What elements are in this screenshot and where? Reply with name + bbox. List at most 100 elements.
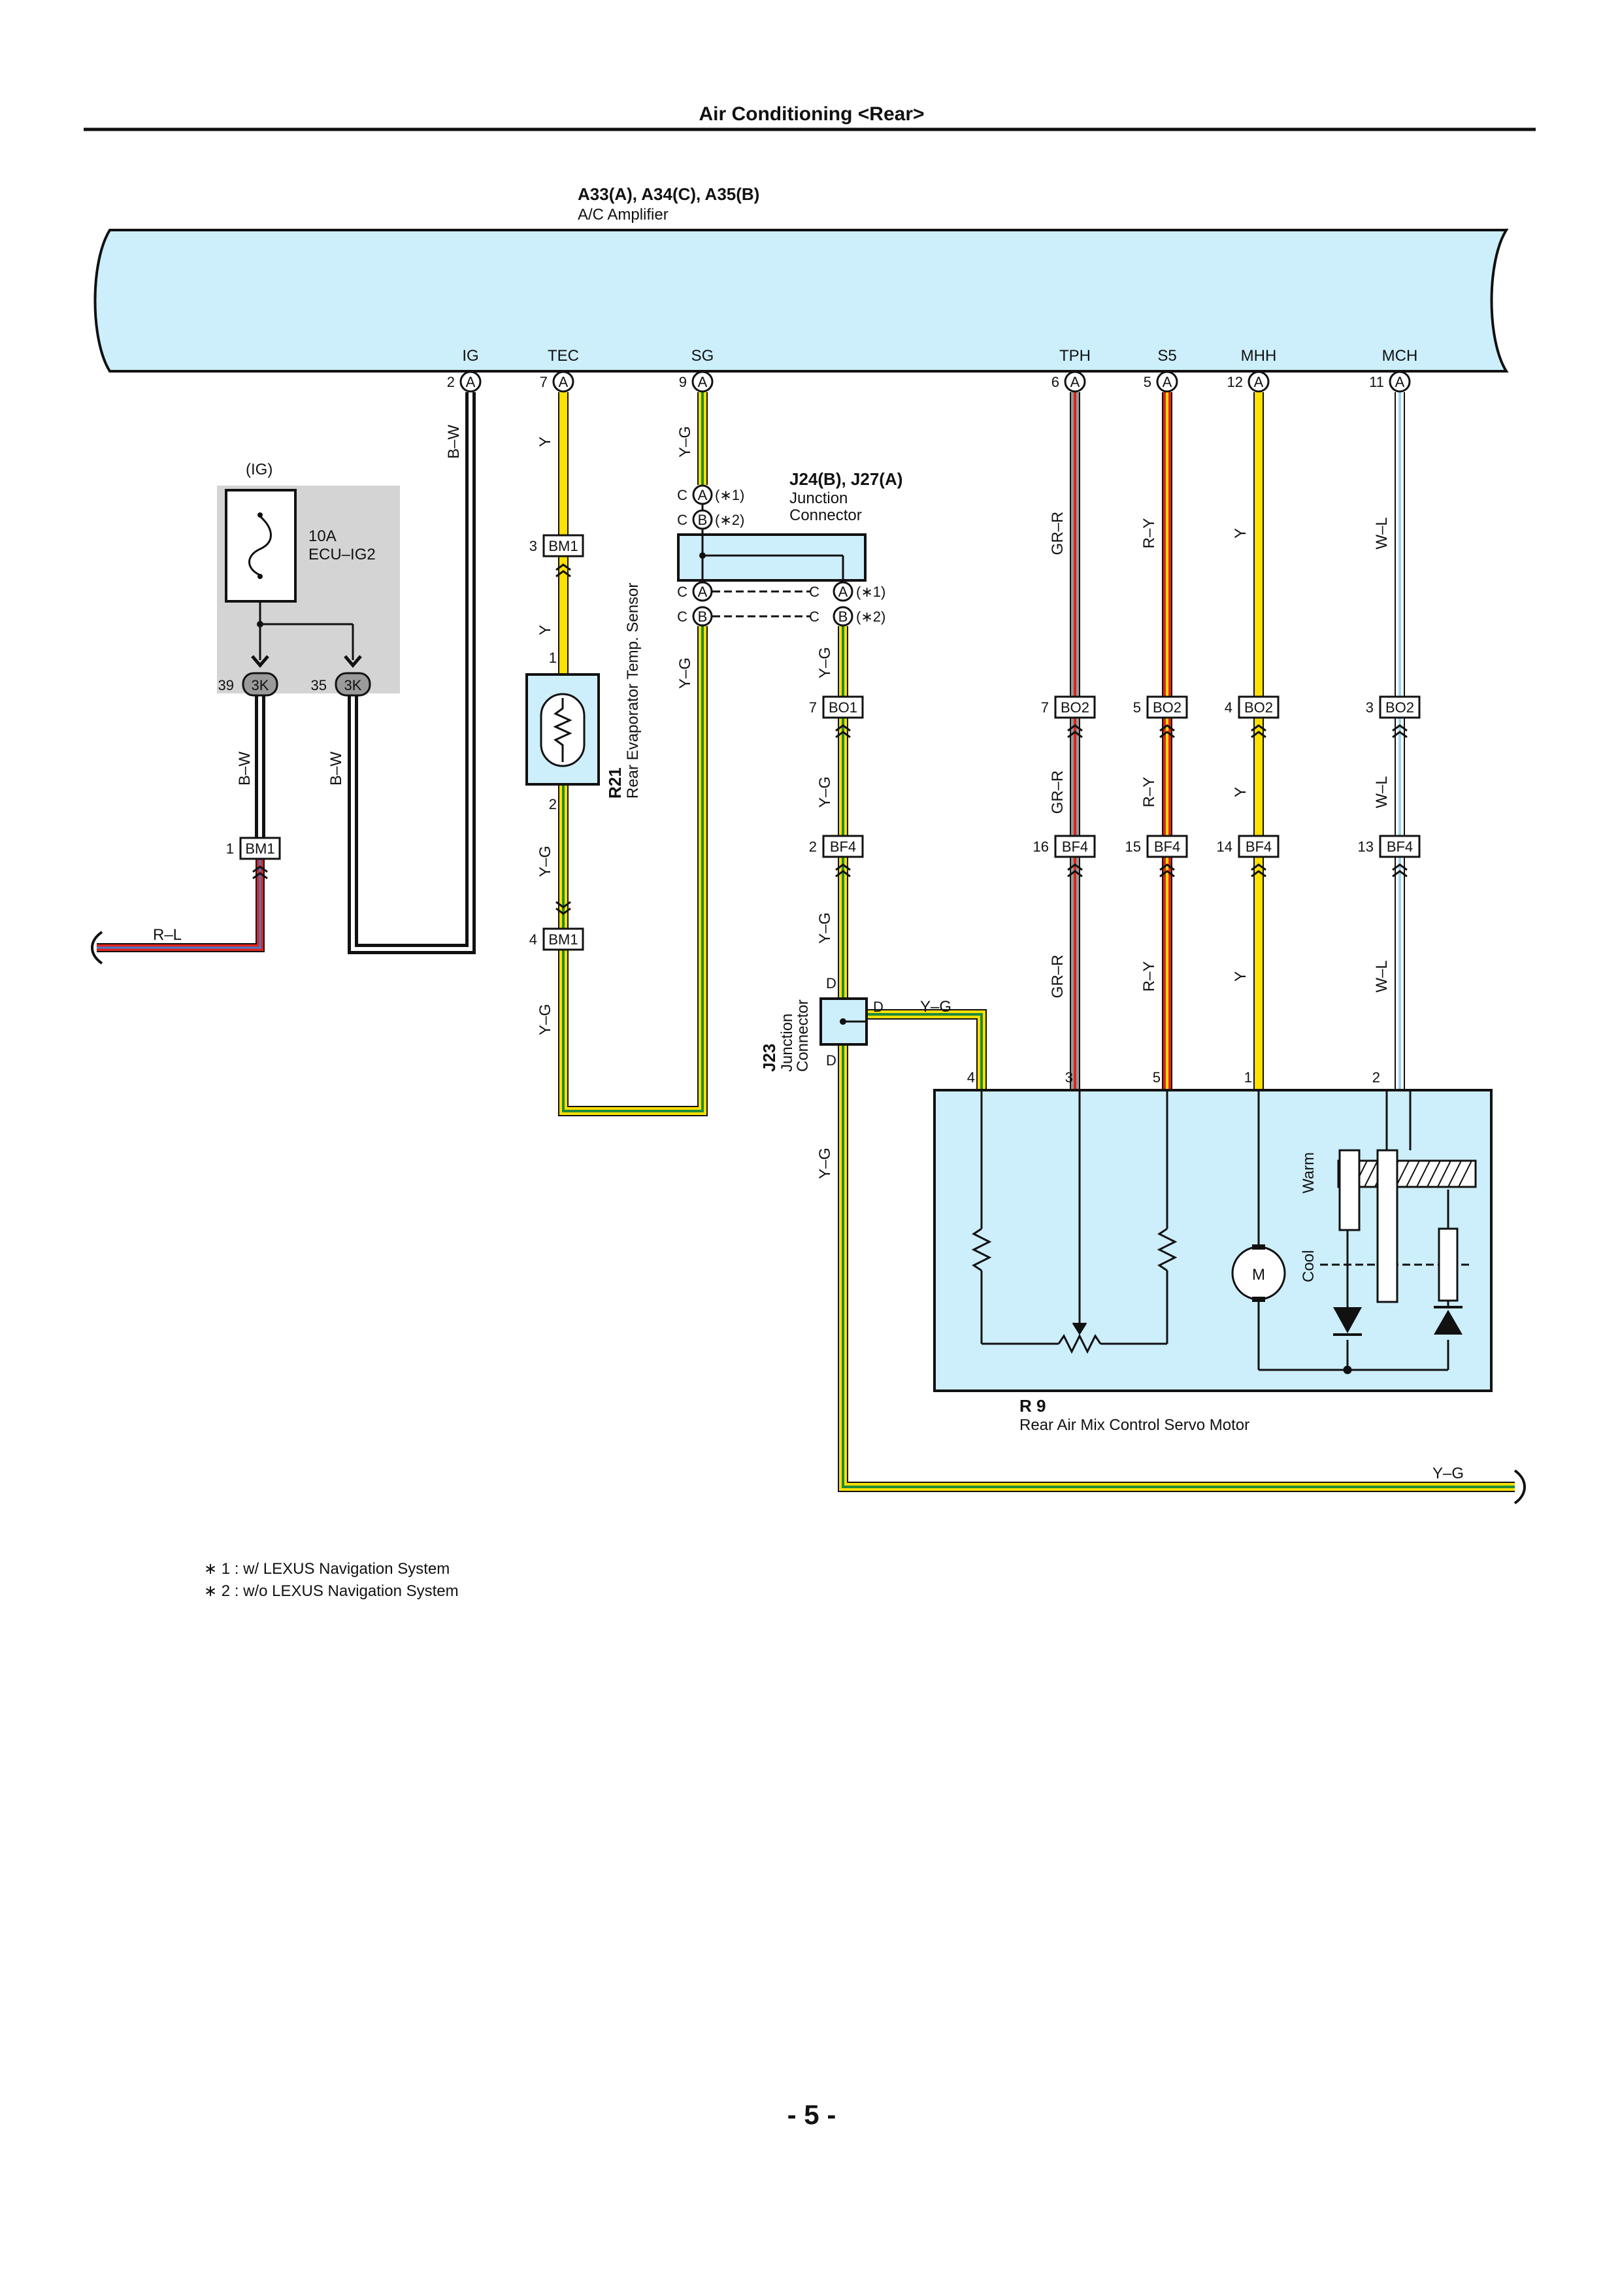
svg-text:D: D (826, 1052, 836, 1069)
svg-text:D: D (826, 975, 836, 991)
amplifier-terminal-pin: 2 (447, 374, 455, 390)
connector-label: BM1 (548, 538, 578, 554)
resistor-icon (553, 698, 572, 762)
connector-label: BM1 (548, 931, 578, 948)
wire-color-label: W–L (1373, 776, 1391, 808)
motor-label: M (1252, 1266, 1265, 1284)
connector-pin: 1 (226, 840, 234, 857)
connector-pin: 7 (1041, 699, 1049, 716)
svg-text:C: C (677, 608, 687, 625)
sensor-pin-2: 2 (549, 796, 557, 812)
connector-pin: 4 (1225, 699, 1232, 716)
wire-color-label: Y–G (537, 1004, 554, 1035)
terminal-b-right (833, 606, 853, 627)
connector-bo2 (1238, 695, 1280, 719)
terminal-a-left (692, 581, 713, 602)
wire-color-label: R–Y (1140, 518, 1158, 549)
amplifier-terminal (1064, 371, 1086, 393)
connector-label: BF4 (1387, 839, 1413, 855)
amplifier-terminal-conn: A (1254, 374, 1264, 390)
wire-color-label: GR–R (1049, 955, 1066, 999)
cool-label: Cool (1300, 1250, 1317, 1282)
wire-color-label: GR–R (1049, 512, 1066, 556)
page-title: Air Conditioning <Rear> (699, 103, 924, 125)
wire-b-w (348, 392, 476, 954)
arrow-down-icon (251, 655, 269, 668)
svg-text:B: B (838, 608, 848, 625)
svg-text:B: B (698, 512, 708, 528)
wire-r-l (97, 848, 265, 952)
servo-terminal-pin: 1 (1244, 1069, 1252, 1086)
wire-color-label: B–W (327, 752, 345, 786)
connector-label: BF4 (830, 839, 856, 855)
pin-35-label: 35 (311, 677, 327, 693)
connector-bm1-top (542, 534, 584, 557)
connector-label: BM1 (245, 840, 274, 857)
amplifier-terminal-pin: 5 (1144, 374, 1151, 390)
svg-text:C: C (677, 512, 687, 528)
servo-ref: R 9 (1019, 1396, 1046, 1416)
junction-j24-box (677, 533, 867, 582)
rear-air-mix-servo-motor (933, 1089, 1493, 1392)
wire-color-label: Y–G (676, 657, 694, 689)
amplifier-terminal-label: MHH (1241, 347, 1277, 365)
amplifier-terminal-pin: 7 (540, 374, 548, 390)
svg-text:C: C (677, 487, 687, 503)
servo-terminal-pin: 3 (1065, 1069, 1073, 1086)
wire-color-label: W–L (1373, 517, 1391, 549)
connector-bo2 (1146, 695, 1188, 719)
connector-label: BO1 (829, 699, 857, 716)
connector-label: BF4 (1154, 839, 1180, 855)
svg-text:A: A (698, 487, 708, 503)
wire-color-label: Y–G (676, 426, 694, 458)
resistor-block-icon (1438, 1227, 1459, 1302)
svg-text:(∗1): (∗1) (856, 584, 885, 600)
connector-pin: 13 (1358, 839, 1374, 855)
svg-text:(∗1): (∗1) (715, 487, 744, 503)
amplifier-terminal (691, 371, 714, 393)
svg-text:(∗2): (∗2) (715, 512, 744, 528)
terminal-b-left (692, 606, 713, 627)
connector-label: BF4 (1246, 839, 1272, 855)
svg-text:Junction: Junction (778, 1014, 796, 1072)
sensor-pin-1: 1 (549, 650, 557, 666)
amplifier-terminal (552, 371, 574, 393)
connector-pin: 2 (809, 839, 817, 855)
fuse-icon (225, 489, 297, 603)
servo-internal-circuit (971, 1090, 1470, 1374)
wire-color-label: Y–G (816, 776, 834, 808)
ac-amplifier-box (93, 229, 1509, 373)
connector-bm1-bottom (542, 927, 584, 951)
wire-color-label: Y–G (816, 912, 834, 944)
wire-break-icon (1513, 1469, 1526, 1505)
fuse-name: ECU–IG2 (308, 546, 376, 563)
amplifier-terminal-conn: A (1163, 374, 1172, 390)
amplifier-terminal-label: TPH (1059, 347, 1091, 365)
connector-bo1 (822, 695, 864, 719)
warm-contact-icon (1338, 1149, 1361, 1231)
amplifier-terminal-label: IG (462, 347, 478, 365)
note-2: ∗ 2 : w/o LEXUS Navigation System (204, 1582, 459, 1600)
svg-text:C: C (809, 584, 819, 600)
cool-contact-icon (1376, 1149, 1398, 1303)
note-1: ∗ 1 : w/ LEXUS Navigation System (204, 1560, 450, 1578)
wire-y-g-gnd (867, 1009, 987, 1090)
connector-bf4 (1146, 835, 1188, 858)
wire-color-label: B–W (236, 752, 254, 786)
amplifier-terminal-conn: A (1395, 374, 1405, 390)
svg-text:C: C (677, 584, 687, 600)
amplifier-ref: A33(A), A34(C), A35(B) (578, 184, 759, 204)
warm-label: Warm (1300, 1152, 1317, 1193)
connector-3k-right (335, 672, 371, 697)
connector-label: BO2 (1244, 699, 1273, 716)
connector-pin: 7 (809, 699, 817, 716)
connector-bf4 (1054, 835, 1096, 858)
connector-pin: 14 (1217, 839, 1232, 855)
wire-color-label: W–L (1373, 960, 1391, 992)
wire-y-g-bottom (838, 1044, 1515, 1492)
servo-name: Rear Air Mix Control Servo Motor (1019, 1416, 1249, 1434)
connector-3k-label: 3K (252, 677, 269, 693)
wire-color-label: Y–G (1432, 1465, 1464, 1482)
